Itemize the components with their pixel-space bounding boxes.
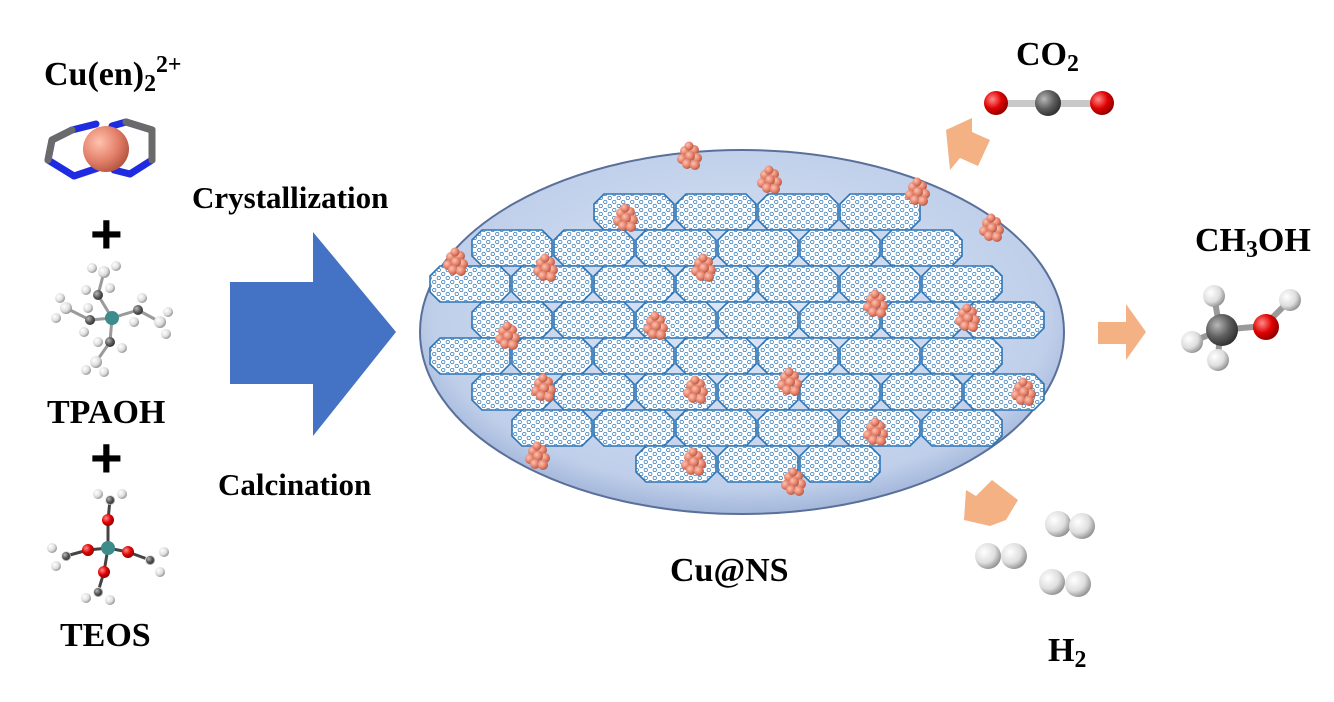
nanosheet-crystal — [839, 337, 921, 375]
crystallization-label: Crystallization — [192, 180, 389, 215]
nanosheet-crystal — [757, 193, 839, 231]
catalyst-particle — [419, 141, 1065, 515]
teos-model — [47, 489, 169, 605]
synthesis-arrow — [230, 232, 396, 436]
nanosheet-crystal — [921, 409, 1003, 447]
nanosheet-crystal — [675, 409, 757, 447]
cu-en-complex-model — [44, 118, 156, 180]
nanosheet-crystal — [799, 373, 881, 411]
nanosheet-crystal — [921, 265, 1003, 303]
methanol-molecule — [1181, 285, 1301, 371]
nanosheet-crystal — [593, 265, 675, 303]
h2-molecules — [975, 511, 1095, 597]
nanosheet-crystal — [799, 229, 881, 267]
nanosheet-crystal — [881, 229, 963, 267]
nanosheet-crystal — [511, 409, 593, 447]
nanosheet-crystal — [881, 301, 963, 339]
nanosheet-crystal — [717, 229, 799, 267]
nanosheet-crystal — [553, 373, 635, 411]
tpaoh-label: TPAOH — [47, 394, 166, 431]
tpaoh-model — [51, 261, 173, 377]
nanosheet-crystal — [717, 301, 799, 339]
cu-en-complex-label: Cu(en)22+ — [44, 52, 182, 98]
plus-sign-1: + — [90, 202, 123, 265]
nanosheet-crystal — [921, 337, 1003, 375]
nanosheet-crystal — [593, 409, 675, 447]
nanosheet-crystal — [757, 337, 839, 375]
nanosheet-crystal — [429, 265, 511, 303]
methanol-label: CH3OH — [1195, 222, 1311, 263]
nanosheet-crystals — [429, 193, 1045, 483]
product-outflow-arrow — [1098, 304, 1146, 360]
plus-sign-2: + — [90, 426, 123, 489]
nanosheet-crystal — [675, 193, 757, 231]
h2-label: H2 — [1048, 632, 1087, 673]
nanosheet-crystal — [675, 337, 757, 375]
nanosheet-crystal — [511, 337, 593, 375]
calcination-label: Calcination — [218, 467, 372, 502]
teos-label: TEOS — [60, 617, 151, 654]
nanosheet-crystal — [757, 409, 839, 447]
nanosheet-crystal — [675, 265, 757, 303]
nanosheet-crystal — [757, 265, 839, 303]
nanosheet-crystal — [553, 301, 635, 339]
co2-label: CO2 — [1016, 36, 1079, 77]
co2-molecule — [984, 90, 1114, 116]
catalyst-label: Cu@NS — [670, 552, 789, 589]
nanosheet-crystal — [799, 445, 881, 483]
nanosheet-crystal — [553, 229, 635, 267]
nanosheet-crystal — [881, 373, 963, 411]
co2-inflow-arrow — [946, 118, 990, 170]
nanosheet-crystal — [593, 337, 675, 375]
h2-inflow-arrow — [964, 480, 1018, 526]
